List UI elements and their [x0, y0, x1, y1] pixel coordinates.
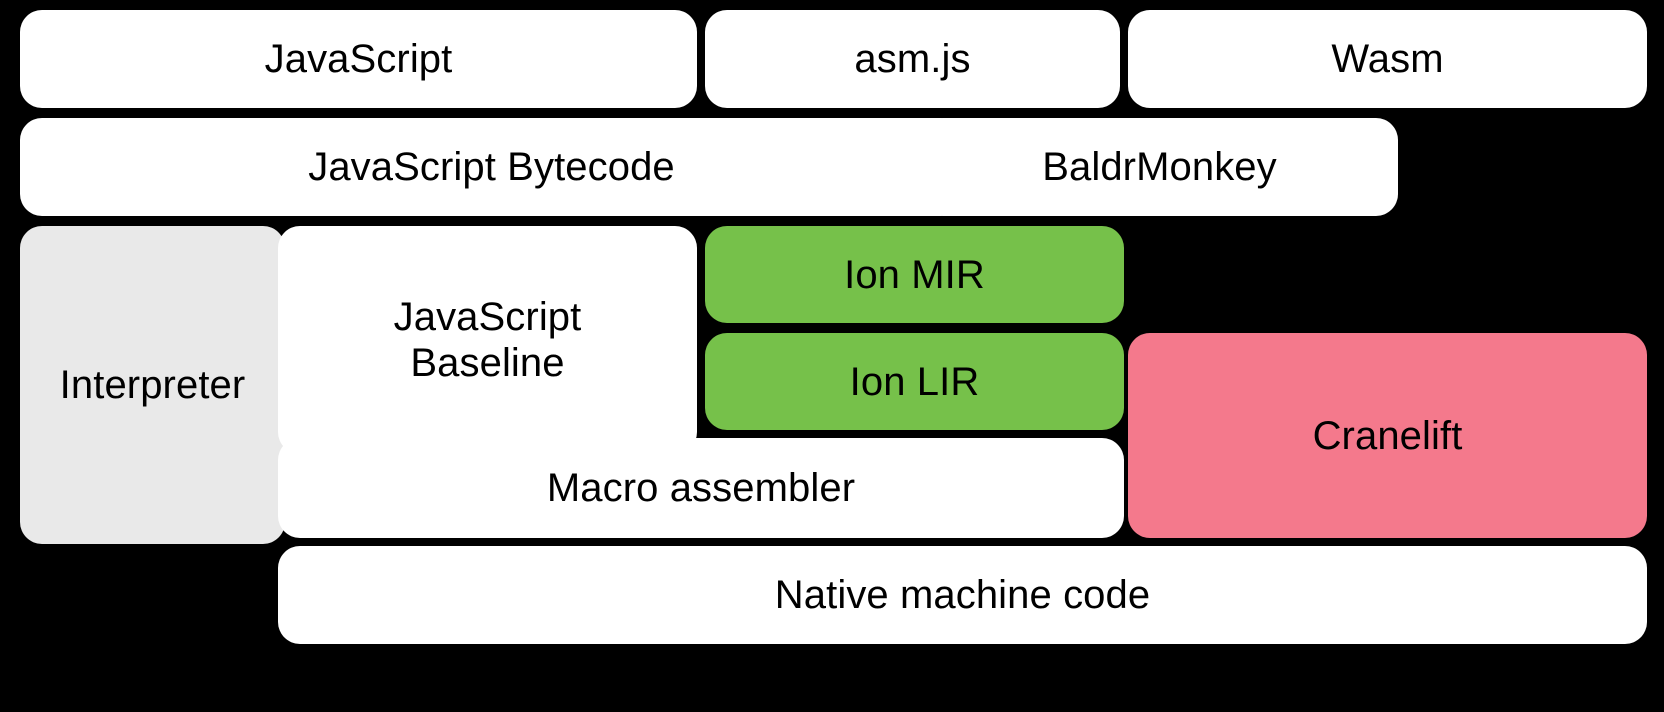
node-javascript: JavaScript — [20, 10, 697, 108]
node-javascript-baseline: JavaScript Baseline — [278, 226, 697, 454]
node-asmjs: asm.js — [705, 10, 1120, 108]
node-ion-lir: Ion LIR — [705, 333, 1124, 430]
node-label: Wasm — [1331, 37, 1444, 81]
node-wasm: Wasm — [1128, 10, 1647, 108]
node-label: JavaScript Bytecode — [308, 145, 675, 189]
node-native-machine-code: Native machine code — [278, 546, 1647, 644]
node-ion-mir: Ion MIR — [705, 226, 1124, 323]
node-javascript-bytecode: JavaScript Bytecode — [20, 118, 963, 216]
node-label: Ion LIR — [849, 359, 980, 404]
node-macro-assembler: Macro assembler — [278, 438, 1124, 538]
node-label: Macro assembler — [546, 466, 856, 510]
node-label: Native machine code — [774, 573, 1151, 617]
node-label: Cranelift — [1312, 413, 1463, 458]
node-label: BaldrMonkey — [1042, 145, 1277, 189]
node-cranelift: Cranelift — [1128, 333, 1647, 538]
node-baldrmonkey: BaldrMonkey — [921, 118, 1398, 216]
node-label: Ion MIR — [844, 252, 985, 297]
node-label: JavaScript Baseline — [393, 295, 582, 385]
node-label: JavaScript — [264, 37, 453, 81]
node-interpreter: Interpreter — [20, 226, 285, 544]
node-label: Interpreter — [59, 363, 246, 407]
node-label: asm.js — [854, 37, 971, 81]
